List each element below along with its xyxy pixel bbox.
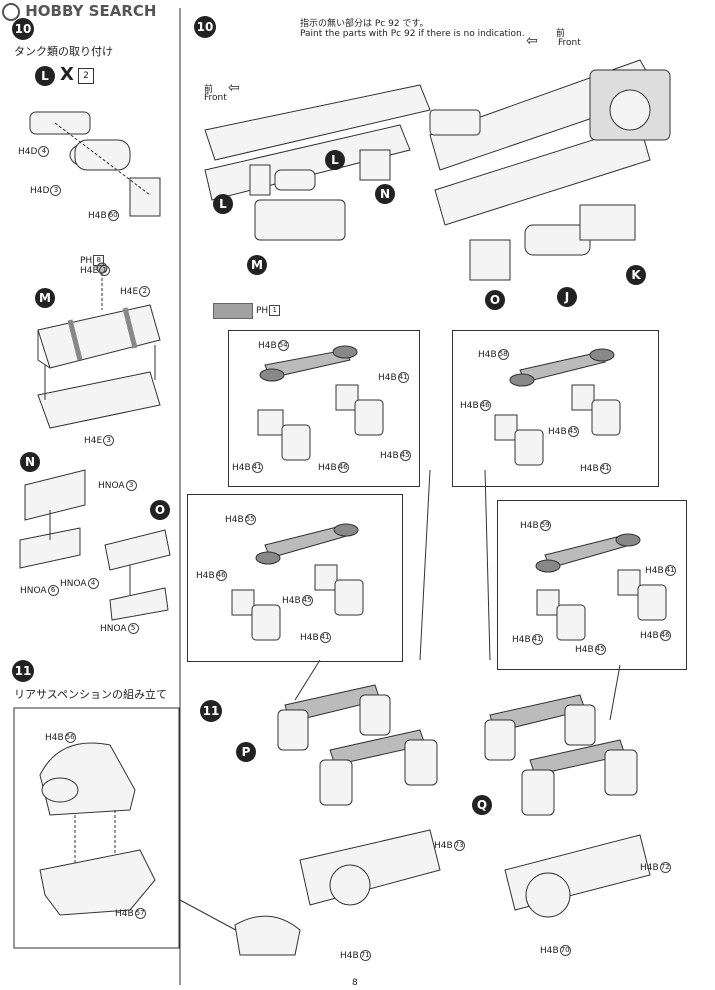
- detail-box-2: [452, 330, 659, 487]
- badge-o: O: [150, 500, 170, 520]
- chassis-badge-j: J: [557, 287, 577, 307]
- badge-l: L: [35, 66, 55, 86]
- chassis-badge-n: N: [375, 184, 395, 204]
- chassis-left-drawing: [204, 84, 431, 241]
- suspension-box2-drawing: [494, 348, 621, 466]
- chassis-badge-l: L: [325, 150, 345, 170]
- main-step-10-badge: 10: [194, 16, 216, 38]
- chassis-badge-l: L: [213, 194, 233, 214]
- tank-l-drawing: [29, 111, 161, 217]
- chassis-badge-m: M: [247, 255, 267, 275]
- assembly-q-drawing: [484, 694, 651, 918]
- step-11-title: リアサスペンションの組み立て: [14, 688, 168, 701]
- differential-drawing: [13, 707, 246, 949]
- detail-box-1: [228, 330, 420, 487]
- step-10-badge: 10: [12, 18, 34, 40]
- detail-box-4: [497, 500, 687, 670]
- chassis-badge-k: K: [626, 265, 646, 285]
- suspension-box1-drawing: [257, 345, 384, 461]
- multiply-mark: X: [60, 64, 74, 85]
- front-label-en: Front: [558, 38, 581, 48]
- quantity-mark: 2: [78, 68, 94, 84]
- front-arrow-icon: ⇦: [526, 33, 538, 49]
- step-11-badge: 11: [12, 660, 34, 682]
- suspension-box4-drawing: [535, 533, 667, 641]
- main-step-11-badge: 11: [200, 700, 222, 722]
- paint-note-jp: 指示の無い部分は Pc 92 です。: [300, 19, 429, 29]
- chassis-right-drawing: [429, 59, 671, 281]
- front-arrow-icon: ⇦: [228, 80, 240, 96]
- parts-o-drawing: [104, 529, 171, 621]
- page-number: 8: [352, 978, 358, 988]
- front-label-en-left: Front: [204, 93, 227, 103]
- parts-n-drawing: [19, 469, 86, 569]
- suspension-box3-drawing: [231, 523, 364, 641]
- detail-box-3: [187, 494, 403, 662]
- paint-swatch: [213, 303, 253, 319]
- front-label-jp: 前: [556, 29, 566, 39]
- front-label-jp-left: 前: [204, 85, 214, 95]
- badge-p: P: [236, 742, 256, 762]
- badge-q: Q: [472, 795, 492, 815]
- badge-n: N: [20, 452, 40, 472]
- step-10-title: タンク類の取り付け: [14, 45, 113, 58]
- badge-m: M: [35, 288, 55, 308]
- paint-note-en: Paint the parts with Pc 92 if there is n…: [300, 29, 525, 39]
- watermark-logo: HOBBY SEARCH: [2, 2, 156, 21]
- chassis-badge-o: O: [485, 290, 505, 310]
- assembly-p-drawing: [234, 684, 441, 956]
